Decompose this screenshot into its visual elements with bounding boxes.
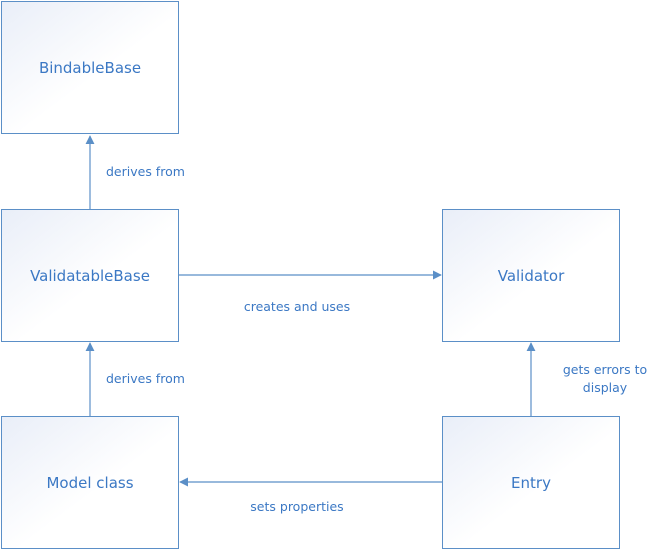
label-derives-from-bottom: derives from xyxy=(106,371,185,386)
box-bindablebase: BindableBase xyxy=(1,1,179,134)
box-modelclass-label: Model class xyxy=(46,474,133,492)
box-entry: Entry xyxy=(442,416,620,549)
box-validator: Validator xyxy=(442,209,620,342)
label-derives-from-top: derives from xyxy=(106,164,185,179)
box-validator-label: Validator xyxy=(498,267,565,285)
label-gets-errors-line1: gets errors to xyxy=(563,362,647,377)
label-sets-properties: sets properties xyxy=(250,499,343,514)
box-entry-label: Entry xyxy=(511,474,551,492)
label-gets-errors-line2: display xyxy=(583,380,628,395)
box-bindablebase-label: BindableBase xyxy=(39,59,141,77)
box-modelclass: Model class xyxy=(1,416,179,549)
label-creates-and-uses: creates and uses xyxy=(244,299,350,314)
box-validatablebase-label: ValidatableBase xyxy=(30,267,150,285)
box-validatablebase: ValidatableBase xyxy=(1,209,179,342)
